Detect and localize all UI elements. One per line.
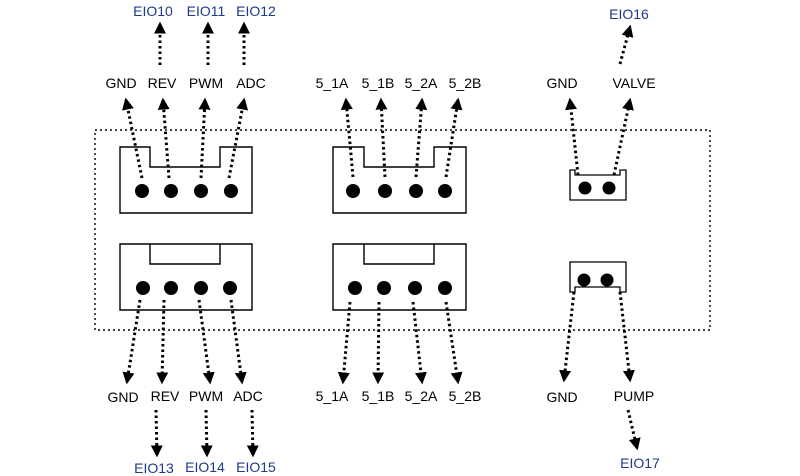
connector-body [332,146,467,214]
pin-dot [223,281,237,295]
board-outline [94,129,711,331]
signal-arrow [618,291,635,383]
connector-top-left [119,146,253,214]
label-eio16: EIO16 [609,6,649,22]
signal-arrow [626,409,641,451]
signal-arrow [411,301,427,385]
pin-dot [408,281,422,295]
connector-bottom-mid [332,243,467,311]
signal-arrow [375,97,388,178]
pin-dot [577,273,591,287]
label-top-5-1b: 5_1B [362,75,395,91]
label-top-pwm: PWM [189,75,223,91]
label-pump: PUMP [614,388,654,404]
signal-arrow [444,301,463,385]
pin-dot [578,181,592,195]
pin-dot [600,273,614,287]
pin-dot [348,281,362,295]
signal-arrow [444,97,463,178]
signal-arrow [246,409,259,458]
label-bottom-5-2a: 5_2A [405,388,438,404]
label-top-right-gnd: GND [546,75,577,91]
label-top-5-1a: 5_1A [316,75,349,91]
signal-arrow [122,97,144,179]
label-eio15: EIO15 [236,459,276,475]
label-bottom-5-1a: 5_1A [316,388,349,404]
pin-dot [378,184,392,198]
signal-arrow [197,299,215,385]
label-eio12: EIO12 [236,3,276,19]
pin-dot [438,281,452,295]
connector-body [119,243,253,311]
signal-arrow [559,291,576,383]
label-bottom-pwm: PWM [189,388,223,404]
pin-dot [164,281,178,295]
label-valve: VALVE [612,75,655,91]
label-eio10: EIO10 [133,3,173,19]
signal-arrow [340,97,355,178]
label-top-rev: REV [148,75,177,91]
pin-dot [377,281,391,295]
signal-arrow [150,409,163,458]
pin-dot [194,184,208,198]
connector-top-right [569,169,627,201]
signal-arrow [565,97,580,176]
label-bottom-5-1b: 5_1B [362,388,395,404]
pin-dot [438,184,452,198]
label-bottom-right-gnd: GND [546,389,577,405]
signal-arrows [122,21,641,458]
pin-dot [194,281,208,295]
signal-arrow [156,299,169,385]
signal-arrow [618,24,634,65]
signal-arrow [122,299,142,385]
pin-dot [136,281,150,295]
connector-bottom-left [119,243,253,311]
label-top-5-2b: 5_2B [449,75,482,91]
label-bottom-gnd: GND [107,389,138,405]
connector-body [332,243,467,311]
label-eio11: EIO11 [187,3,226,19]
signal-arrow [198,97,211,179]
signal-arrow [414,97,428,178]
pin-dot [346,184,360,198]
label-top-5-2a: 5_2A [405,75,438,91]
label-bottom-rev: REV [151,388,180,404]
label-eio13: EIO13 [134,460,174,476]
signal-arrow [229,299,247,385]
label-eio14: EIO14 [185,459,225,475]
signal-arrow [612,97,634,176]
signal-arrow [337,301,352,385]
connector-body [119,146,253,214]
label-bottom-5-2b: 5_2B [449,388,482,404]
pin-dot [135,184,149,198]
connector-top-mid [332,146,467,214]
label-bottom-adc: ADC [233,388,263,404]
pin-dot [409,184,423,198]
signal-arrow [157,97,171,179]
signal-arrow [372,301,385,385]
signal-arrow [200,409,213,458]
label-top-adc: ADC [236,75,266,91]
connector-bottom-right [569,261,627,293]
signal-arrow [227,97,249,179]
pin-dot [602,181,616,195]
label-eio17: EIO17 [620,455,660,471]
label-top-gnd: GND [105,75,136,91]
pin-dot [224,184,238,198]
pin-dot [164,184,178,198]
